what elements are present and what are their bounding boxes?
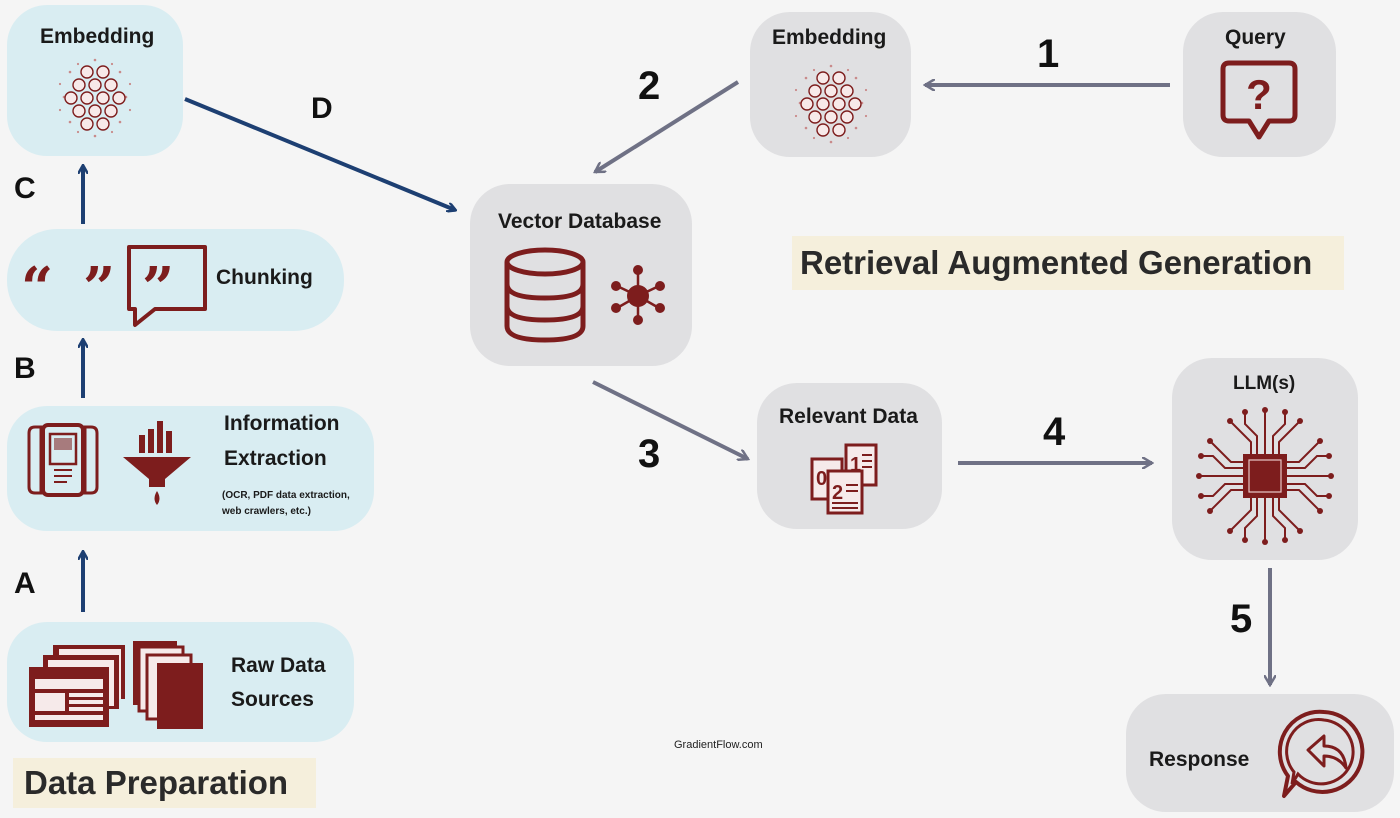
step-1-label: 1 xyxy=(1037,32,1060,76)
response-node: Response xyxy=(1126,694,1394,812)
information-extraction-note-1: (OCR, PDF data extraction, xyxy=(222,490,350,501)
information-extraction-note-2: web crawlers, etc.) xyxy=(222,506,311,517)
svg-text:?: ? xyxy=(1246,71,1272,118)
relevant-data-title: Relevant Data xyxy=(779,405,918,428)
step-4-label: 4 xyxy=(1043,410,1066,454)
step-2-label: 2 xyxy=(638,64,661,108)
llm-title: LLM(s) xyxy=(1233,373,1296,394)
svg-text:2: 2 xyxy=(832,482,843,504)
vector-database-title: Vector Database xyxy=(498,210,662,233)
rag-embedding-title: Embedding xyxy=(772,26,887,49)
arrow-3 xyxy=(592,380,748,459)
vector-database-node: Vector Database xyxy=(470,184,692,366)
data-preparation-heading: Data Preparation xyxy=(13,758,316,808)
relevant-data-node: Relevant Data 1 0 2 xyxy=(757,383,942,529)
response-title: Response xyxy=(1149,748,1250,771)
neural-network-icon xyxy=(58,58,132,138)
information-extraction-node: Information Extraction (OCR, PDF data ex… xyxy=(7,406,374,531)
svg-text:”: ” xyxy=(83,255,115,321)
credit-text: GradientFlow.com xyxy=(674,739,763,751)
ranked-documents-icon: 1 0 2 xyxy=(810,443,878,515)
chip-icon xyxy=(1196,407,1334,545)
reply-bubble-icon xyxy=(1277,709,1365,798)
raw-data-sources-title-1: Raw Data xyxy=(231,654,326,677)
information-extraction-title-2: Extraction xyxy=(224,447,327,470)
step-a-label: A xyxy=(14,567,36,600)
arrow-d xyxy=(184,97,455,210)
llm-node: LLM(s) xyxy=(1172,358,1358,560)
information-extraction-title-1: Information xyxy=(224,412,340,435)
rag-embedding-node: Embedding xyxy=(750,12,911,157)
raw-data-sources-title-2: Sources xyxy=(231,688,314,711)
chunking-title: Chunking xyxy=(216,266,313,289)
svg-text:0: 0 xyxy=(816,468,827,490)
quotes-chat-icon: “ ” ” xyxy=(21,245,207,327)
chunking-node: “ ” ” Chunking xyxy=(7,229,344,331)
prep-embedding-node: Embedding xyxy=(7,5,183,156)
question-bubble-icon: ? xyxy=(1220,60,1298,140)
step-c-label: C xyxy=(14,172,36,205)
step-3-label: 3 xyxy=(638,432,661,476)
step-5-label: 5 xyxy=(1230,597,1253,641)
tablet-funnel-icon xyxy=(27,421,191,505)
prep-embedding-title: Embedding xyxy=(40,25,155,48)
query-title: Query xyxy=(1225,26,1286,49)
step-d-label: D xyxy=(311,92,333,125)
arrow-2 xyxy=(595,80,740,174)
svg-text:1: 1 xyxy=(850,454,861,476)
svg-text:”: ” xyxy=(142,255,174,321)
rag-heading: Retrieval Augmented Generation xyxy=(792,236,1344,290)
database-icon xyxy=(504,247,665,343)
query-node: Query ? xyxy=(1183,12,1336,157)
neural-network-icon xyxy=(794,64,868,144)
raw-data-sources-node: Raw Data Sources xyxy=(7,622,354,742)
svg-text:“: “ xyxy=(21,255,53,321)
step-b-label: B xyxy=(14,352,36,385)
documents-stack-icon xyxy=(29,641,203,729)
